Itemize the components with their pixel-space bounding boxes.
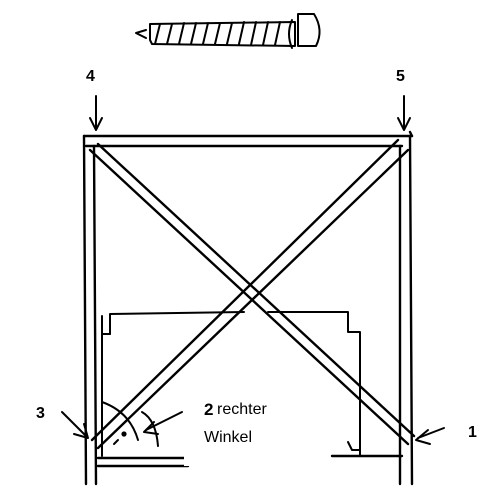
corner-label-1: 1 — [468, 424, 477, 441]
angle-dot — [121, 431, 127, 437]
arrow-icon — [61, 95, 445, 445]
corner-label-3: 3 — [36, 405, 45, 422]
caption-step-number: 2 — [204, 400, 214, 419]
diagonal-brace-a — [88, 142, 416, 446]
diagonal-brace-b — [90, 138, 410, 450]
caption-line-2: Winkel — [204, 429, 253, 446]
corner-label-5: 5 — [396, 68, 405, 85]
corner-label-4: 4 — [86, 68, 95, 85]
screw-icon — [135, 13, 321, 49]
right-angle-caption: 2 rechter Winkel — [184, 396, 330, 466]
inner-panel — [101, 311, 361, 457]
caption-line-1: rechter — [217, 401, 267, 418]
angle-marker-icon — [101, 401, 159, 447]
